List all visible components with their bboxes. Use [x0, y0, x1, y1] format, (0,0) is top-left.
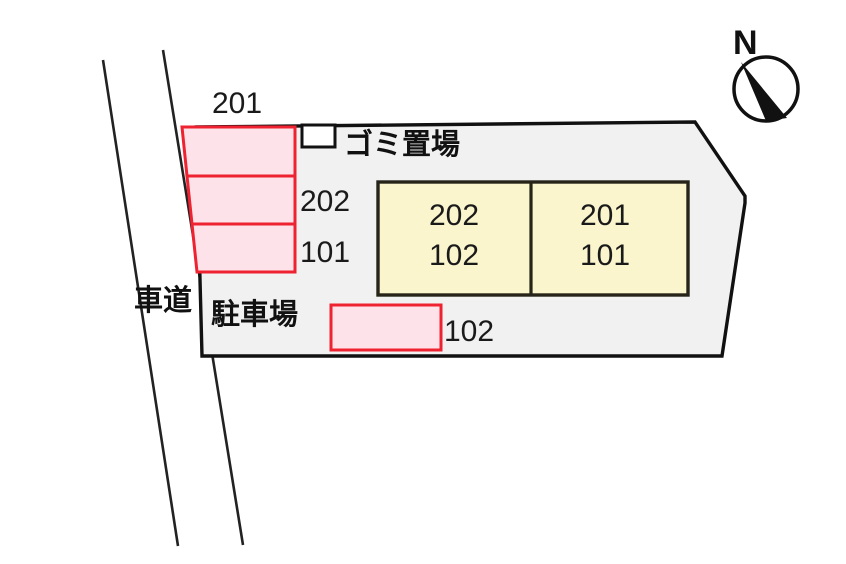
compass-rose: N	[732, 24, 800, 123]
parking-area-label: 駐車場	[211, 297, 298, 331]
parking-stall-202-label: 202	[300, 185, 350, 218]
parking-stall-102-label: 102	[444, 315, 494, 348]
compass-needle-icon	[741, 62, 787, 121]
parking-stall-102	[329, 303, 443, 352]
building-unit-0-upper: 202	[429, 199, 479, 232]
parking-stall-202	[185, 174, 297, 226]
garbage-area-marker-icon	[300, 123, 337, 149]
garbage-area-label: ゴミ置場	[344, 127, 460, 161]
road-line-left	[101, 59, 180, 547]
building-outline	[376, 180, 690, 297]
road-label: 車道	[134, 283, 192, 317]
parking-stall-201-label: 201	[212, 87, 262, 120]
building-unit-1-lower: 101	[580, 239, 630, 272]
parking-stall-201	[180, 125, 297, 178]
parking-stall-101-label: 101	[300, 236, 350, 269]
building-unit-1-upper: 201	[580, 199, 630, 232]
building-block: 202 102 201 101	[376, 180, 690, 297]
building-unit-0-lower: 102	[429, 239, 479, 272]
parking-stall-101	[190, 222, 297, 274]
parking-stall-group-left	[180, 125, 297, 274]
compass-north-label: N	[733, 24, 758, 62]
